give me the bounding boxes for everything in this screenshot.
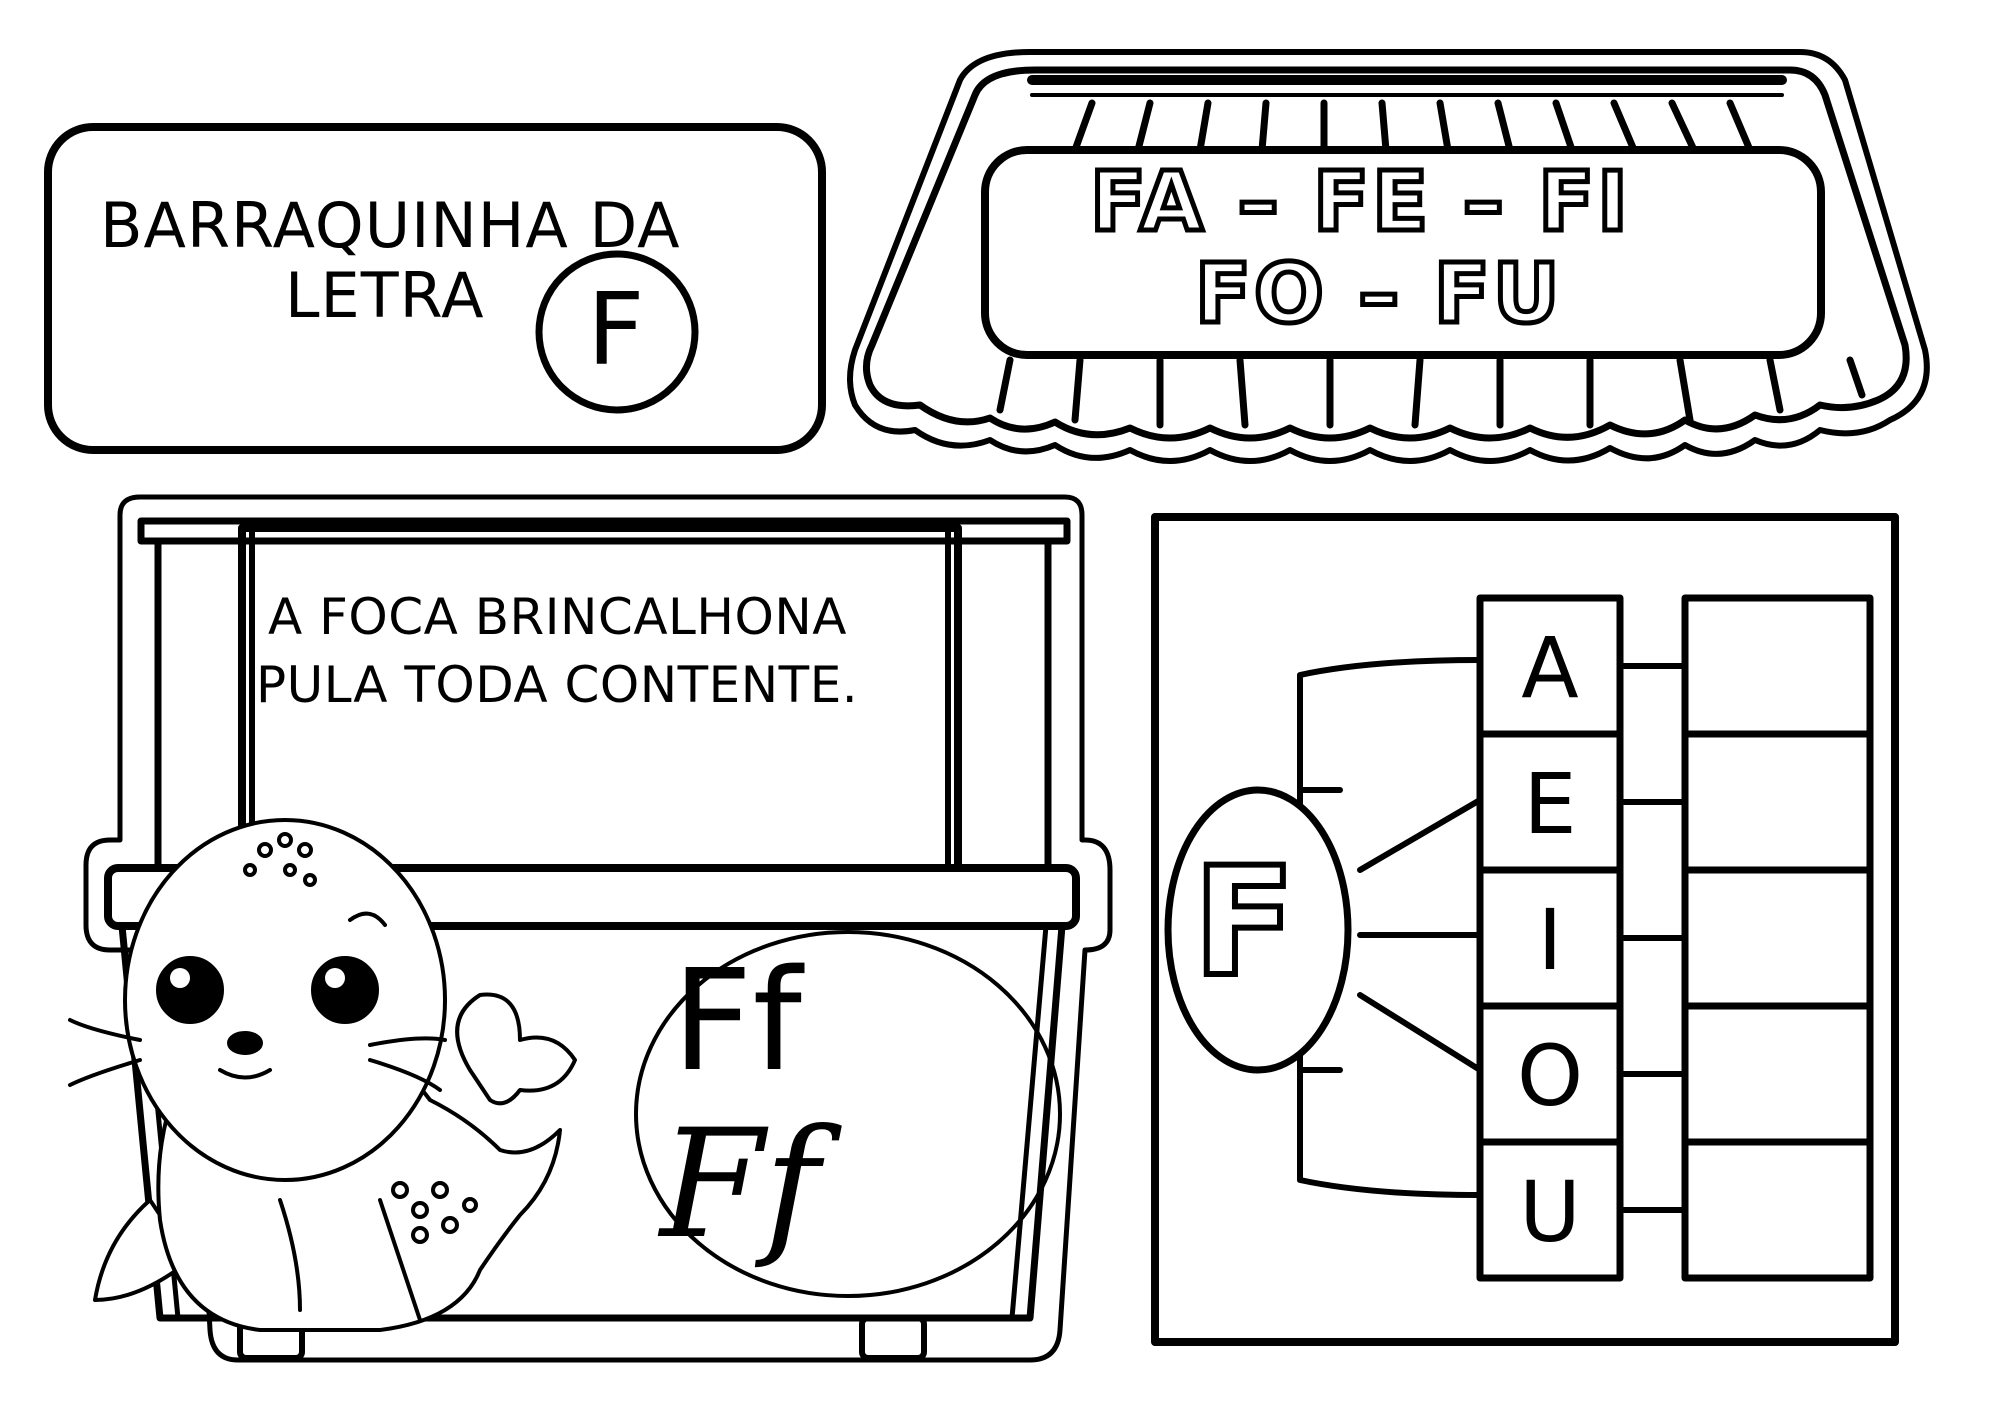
sentence-line-1: A FOCA BRINCALHONA — [268, 588, 847, 646]
cursive-letters: Ff — [660, 1098, 820, 1272]
sentence-line-2: PULA TODA CONTENTE. — [256, 656, 859, 714]
awning-syllables-line-2: FO – FU — [1192, 247, 1563, 342]
answer-boxes — [1681, 594, 1874, 1282]
vowel-boxes — [1476, 594, 1624, 1282]
title-line-2: LETRA — [285, 259, 485, 332]
stall-basket — [118, 922, 1066, 1322]
title-line-1: BARRAQUINHA DA — [100, 189, 681, 262]
awning-inner-outline — [863, 66, 1910, 442]
title-card-frame — [44, 123, 826, 454]
vowel-o: O — [1516, 1027, 1584, 1125]
awning-syllables-line-1: FA – FE – FI — [1088, 155, 1631, 250]
letter-oval — [634, 930, 1062, 1298]
print-letters: Ff — [672, 940, 802, 1103]
awning-stripes — [996, 99, 1866, 429]
stall-outer-outline — [83, 494, 1113, 1363]
awning-outer-outline — [847, 49, 1930, 464]
awning-sign-frame — [981, 146, 1825, 359]
seal-illustration — [68, 818, 577, 1332]
consonant-letter: F — [1190, 836, 1298, 1010]
consonant-oval — [1164, 786, 1352, 1074]
vowel-i: I — [1537, 891, 1563, 989]
vowel-a: A — [1521, 619, 1579, 717]
vowel-u: U — [1519, 1163, 1581, 1261]
connector-lines — [1617, 663, 1688, 1213]
syllable-frame — [1151, 513, 1899, 1346]
vowel-e: E — [1523, 755, 1577, 853]
letter-circle — [535, 250, 699, 414]
circled-letter: F — [587, 271, 645, 388]
